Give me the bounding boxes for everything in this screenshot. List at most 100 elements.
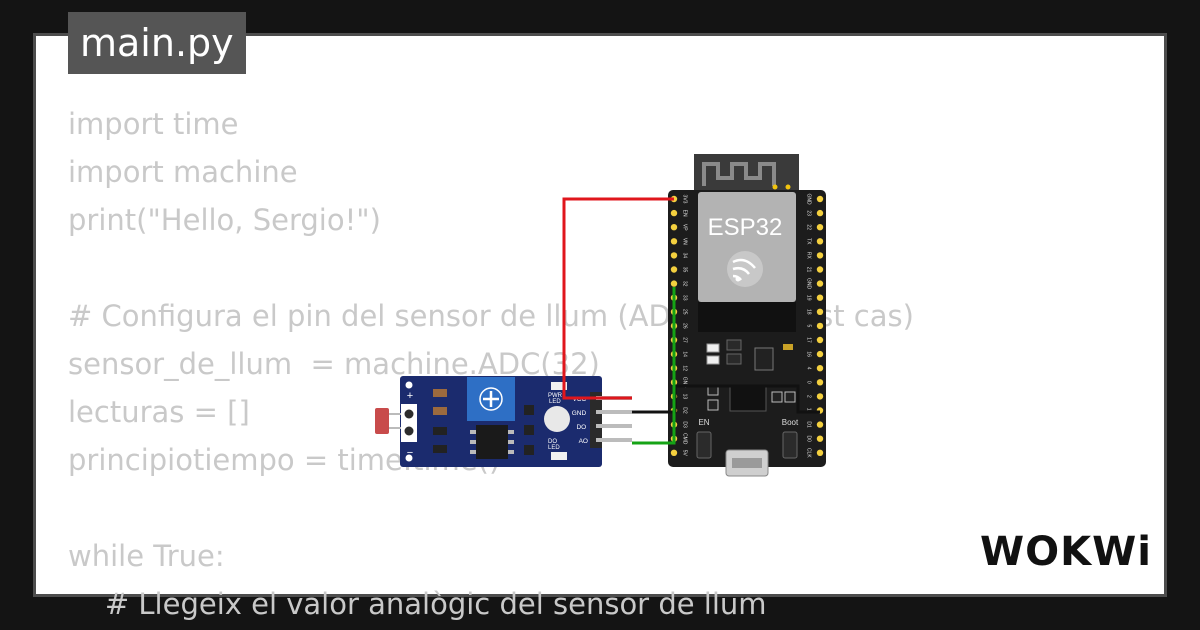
esp32-pin-right-14[interactable] bbox=[816, 393, 824, 400]
light-sensor-module[interactable]: + − PWR LED DO LED VCC GND DO bbox=[375, 376, 632, 467]
esp32-pin-label: 18 bbox=[806, 309, 812, 315]
led-lens bbox=[544, 406, 570, 432]
photoresistor bbox=[375, 408, 389, 434]
esp32-pin-label: D2 bbox=[682, 407, 688, 414]
pin-label-do: DO bbox=[576, 424, 586, 431]
esp32-pin-right-12[interactable] bbox=[816, 365, 824, 372]
esp32-pin-right-5[interactable] bbox=[816, 266, 824, 273]
svg-text:PWR LED DO L: PWR LED DO LED bbox=[548, 393, 564, 451]
esp32-pin-label: 33 bbox=[682, 295, 688, 301]
esp32-pin-right-13[interactable] bbox=[816, 379, 824, 386]
esp32-pin-right-16[interactable] bbox=[816, 421, 824, 428]
boot-button-label: Boot bbox=[782, 418, 799, 427]
esp32-pin-left-3[interactable] bbox=[670, 238, 678, 245]
esp32-pin-label: 0 bbox=[806, 381, 812, 384]
pin-label-gnd: GND bbox=[572, 410, 587, 417]
esp32-pin-left-4[interactable] bbox=[670, 252, 678, 259]
esp32-pin-label: 14 bbox=[682, 351, 688, 357]
boot-button[interactable] bbox=[782, 431, 798, 459]
gnd-wire[interactable] bbox=[632, 384, 820, 414]
pin-label-ao: AO bbox=[579, 438, 588, 445]
esp32-pin-label: 32 bbox=[682, 281, 688, 287]
esp32-pin-label: RX bbox=[806, 252, 812, 260]
esp32-pin-label: D1 bbox=[806, 421, 812, 428]
esp32-shield bbox=[698, 192, 796, 302]
vcc-wire[interactable] bbox=[562, 197, 674, 400]
esp32-pin-label: 3V3 bbox=[682, 195, 688, 204]
esp32-pin-label: 22 bbox=[806, 224, 812, 230]
esp32-pin-left-18[interactable] bbox=[670, 449, 678, 456]
esp32-pin-right-18[interactable] bbox=[816, 449, 824, 456]
esp32-pin-label: 19 bbox=[806, 295, 812, 301]
esp32-pin-right-2[interactable] bbox=[816, 224, 824, 231]
wokwi-logo-text: WOKWi bbox=[980, 529, 1148, 575]
esp32-pin-label: 23 bbox=[806, 210, 812, 216]
esp32-pin-right-10[interactable] bbox=[816, 336, 824, 344]
project-preview-card bbox=[33, 33, 1167, 597]
esp32-pin-right-8[interactable] bbox=[816, 308, 824, 315]
esp32-pin-label: 4 bbox=[806, 367, 812, 370]
sensor-pcb bbox=[400, 376, 602, 467]
code-line: while True: bbox=[68, 539, 225, 573]
esp32-pin-label: 5 bbox=[806, 325, 812, 328]
esp32-pin-label: GND bbox=[806, 278, 812, 290]
esp32-pin-left-1[interactable] bbox=[670, 209, 678, 217]
code-line: # Llegeix el valor analògic del sensor d… bbox=[68, 587, 767, 621]
esp32-pin-right-3[interactable] bbox=[816, 238, 824, 245]
esp32-pin-label: CLK bbox=[806, 448, 812, 458]
esp32-pin-label: D3 bbox=[682, 421, 688, 428]
en-button-label: EN bbox=[698, 418, 709, 427]
terminal-plus-label: + bbox=[407, 390, 413, 402]
esp32-pin-right-1[interactable] bbox=[816, 209, 824, 217]
comparator-chip bbox=[476, 425, 508, 459]
esp32-pin-right-7[interactable] bbox=[816, 294, 824, 301]
code-line: print("Hello, Sergio!") bbox=[68, 203, 381, 237]
esp32-pin-label: CMD bbox=[682, 433, 688, 445]
esp32-pin-left-2[interactable] bbox=[670, 224, 678, 231]
esp32-pin-label: VN bbox=[682, 238, 688, 245]
code-line: import machine bbox=[68, 155, 298, 189]
do-led-label: LED bbox=[548, 445, 560, 451]
esp32-board[interactable]: ESP32 EN Boot 3V3ENVPVN34353233252627141… bbox=[668, 154, 826, 477]
esp32-label: ESP32 bbox=[708, 214, 783, 241]
esp32-pin-right-4[interactable] bbox=[816, 252, 824, 259]
esp32-pin-label: 26 bbox=[682, 323, 688, 329]
esp32-pin-right-9[interactable] bbox=[816, 322, 824, 330]
esp32-pin-label: 35 bbox=[682, 267, 688, 273]
esp32-pin-label: 25 bbox=[682, 309, 688, 315]
esp32-pin-label: 5V bbox=[682, 450, 688, 457]
esp32-pin-label: 21 bbox=[806, 267, 812, 273]
esp32-pin-label: 12 bbox=[682, 365, 688, 371]
code-line: sensor_de_llum = machine.ADC(32) bbox=[68, 347, 600, 381]
esp32-pin-right-6[interactable] bbox=[816, 280, 824, 287]
pwr-label: PWR bbox=[548, 393, 563, 399]
esp32-pin-label: VP bbox=[682, 224, 688, 231]
en-button[interactable] bbox=[696, 431, 712, 459]
wokwi-logo: WOKWi bbox=[980, 529, 1148, 575]
do-label: DO bbox=[548, 439, 557, 445]
esp32-pin-label: GND bbox=[682, 377, 688, 389]
antenna-trace bbox=[702, 162, 776, 186]
esp32-pin-label: 27 bbox=[682, 337, 688, 343]
esp32-pin-label: GND bbox=[806, 193, 812, 205]
file-tab-main-py[interactable]: main.py bbox=[68, 12, 246, 74]
esp32-pin-label: 13 bbox=[682, 394, 688, 400]
esp32-pin-label: 34 bbox=[682, 253, 688, 259]
esp32-pin-right-17[interactable] bbox=[816, 435, 824, 442]
esp32-pin-left-6[interactable] bbox=[670, 280, 678, 287]
terminal-minus-label: − bbox=[407, 447, 413, 459]
pwr-led-label: LED bbox=[549, 399, 561, 405]
esp32-pin-right-0[interactable] bbox=[816, 195, 824, 203]
ao-wire[interactable] bbox=[632, 287, 676, 445]
code-line: import time bbox=[68, 107, 239, 141]
esp32-pin-left-5[interactable] bbox=[670, 266, 678, 273]
esp32-pin-right-11[interactable] bbox=[816, 350, 824, 358]
esp32-pin-label: 16 bbox=[806, 351, 812, 357]
esp32-pin-label: TX bbox=[806, 238, 812, 245]
code-line: lecturas = [] bbox=[68, 395, 250, 429]
espressif-logo-icon bbox=[727, 251, 763, 287]
esp32-pin-label: 2 bbox=[806, 395, 812, 398]
esp32-pin-label: D0 bbox=[806, 435, 812, 442]
esp32-pin-headers: 3V3ENVPVN343532332526271412GND13D2D3CMD5… bbox=[670, 193, 824, 458]
